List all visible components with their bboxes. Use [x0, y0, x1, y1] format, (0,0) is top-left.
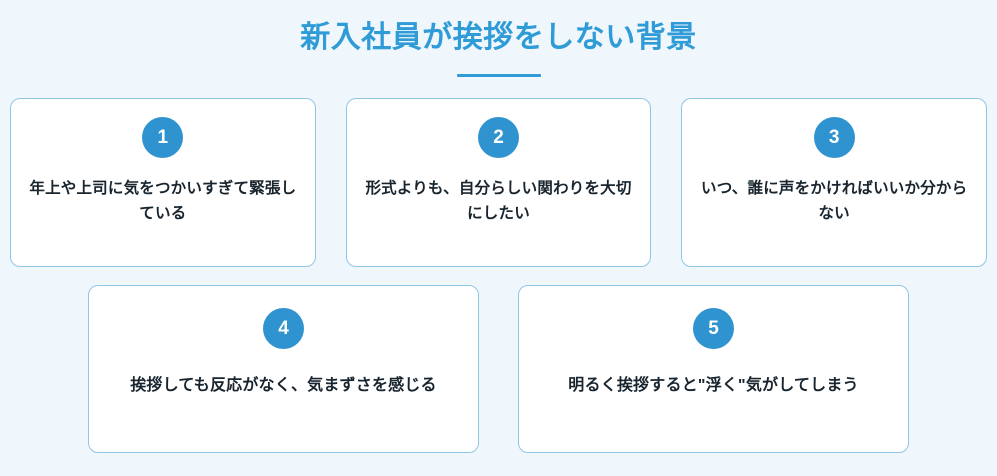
- reason-card-3[interactable]: 3 いつ、誰に声をかければいいか分からない: [681, 98, 988, 267]
- card-number-badge-3: 3: [813, 117, 855, 158]
- card-number-label: 3: [828, 127, 840, 148]
- reason-card-4[interactable]: 4 挨拶しても反応がなく、気まずさを感じる: [88, 285, 479, 453]
- reason-card-1[interactable]: 1 年上や上司に気をつかいすぎて緊張している: [10, 98, 316, 267]
- card-row-top: 1 年上や上司に気をつかいすぎて緊張している 2 形式よりも、自分らしい関わりを…: [0, 98, 997, 267]
- page-title: 新入社員が挨拶をしない背景: [300, 21, 697, 54]
- card-number-label: 4: [278, 318, 289, 339]
- card-number-badge-1: 1: [142, 117, 184, 158]
- card-text-5: 明るく挨拶すると"浮く"気がしてしまう: [568, 377, 859, 394]
- card-number-label: 5: [708, 318, 719, 339]
- card-text-1: 年上や上司に気をつかいすぎて緊張している: [29, 180, 297, 223]
- card-text-4: 挨拶しても反応がなく、気まずさを感じる: [130, 377, 437, 394]
- title-block: 新入社員が挨拶をしない背景: [0, 0, 997, 77]
- card-text-2: 形式よりも、自分らしい関わりを大切にしたい: [365, 180, 632, 223]
- card-number-badge-2: 2: [478, 117, 519, 158]
- reason-card-5[interactable]: 5 明るく挨拶すると"浮く"気がしてしまう: [518, 285, 909, 453]
- card-number-label: 1: [157, 127, 169, 148]
- card-number-badge-5: 5: [693, 308, 734, 349]
- card-number-badge-4: 4: [263, 308, 304, 349]
- reason-card-2[interactable]: 2 形式よりも、自分らしい関わりを大切にしたい: [345, 98, 652, 267]
- card-text-3: いつ、誰に声をかければいいか分からない: [701, 180, 968, 223]
- title-underline-rule: [456, 74, 541, 77]
- card-row-bottom: 4 挨拶しても反応がなく、気まずさを感じる 5 明るく挨拶すると"浮く"気がして…: [0, 285, 997, 453]
- card-number-label: 2: [493, 127, 504, 148]
